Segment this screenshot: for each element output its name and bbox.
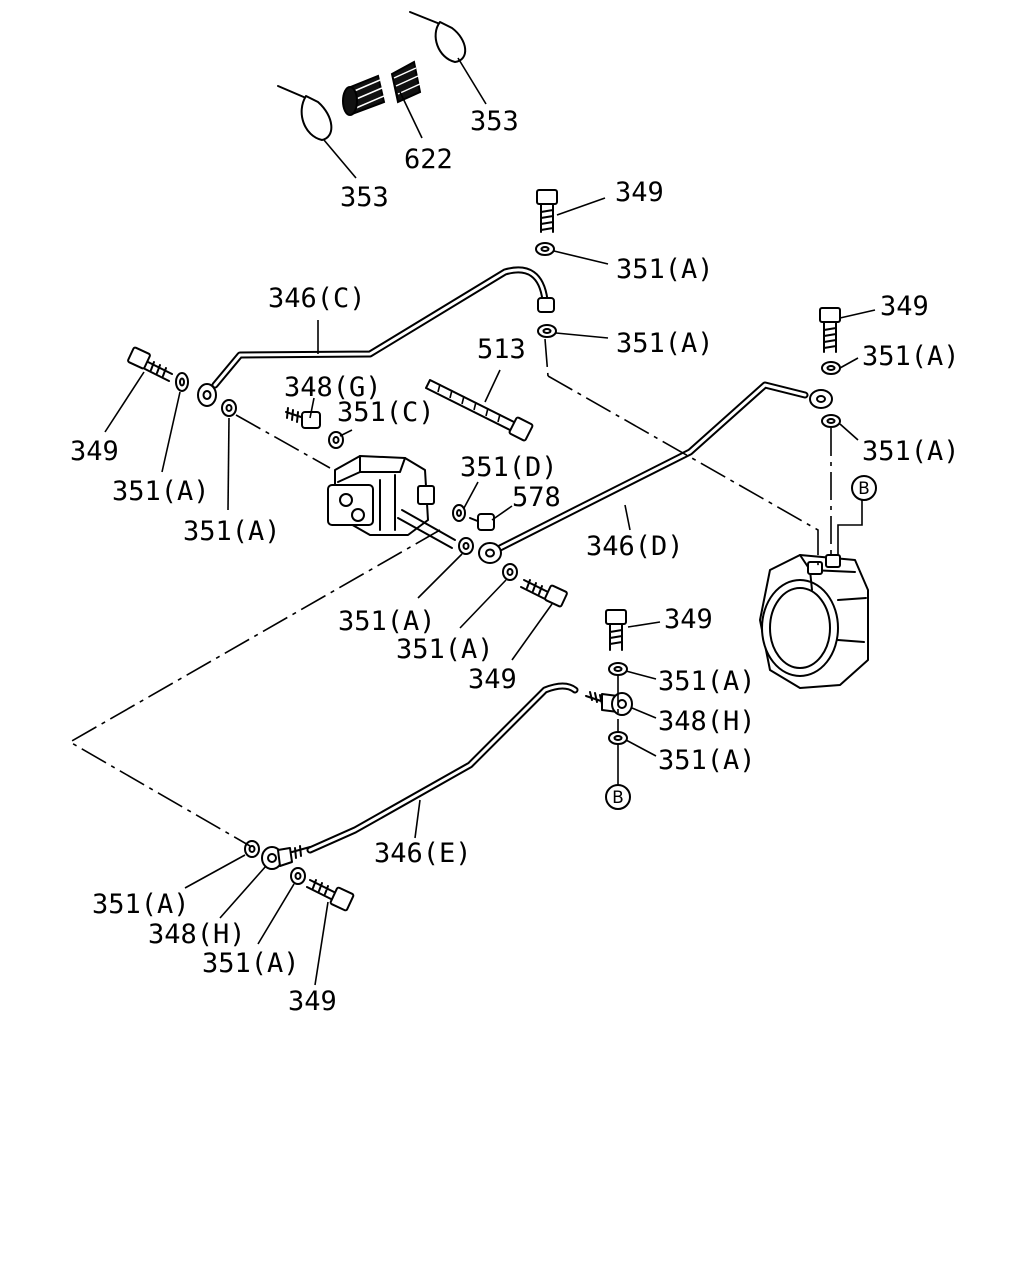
bolt-349-bottom: [306, 879, 355, 912]
label-351a-left1: 351(A): [112, 476, 210, 507]
label-353-left: 353: [340, 182, 389, 213]
banjo-348h-right: [585, 691, 633, 716]
label-351c: 351(C): [337, 397, 435, 428]
label-578: 578: [512, 482, 561, 513]
label-346c: 346(C): [268, 283, 366, 314]
label-351a-top1: 351(A): [616, 254, 714, 285]
label-348g: 348(G): [284, 372, 382, 403]
label-349-mid: 349: [468, 664, 517, 695]
label-351a-bottom2: 351(A): [202, 948, 300, 979]
label-513: 513: [477, 334, 526, 365]
label-349-bottom: 349: [288, 986, 337, 1017]
banjo-348h-bottom: [261, 845, 311, 870]
label-348h-bottom: 348(H): [148, 919, 246, 950]
label-351a-mid2: 351(A): [396, 634, 494, 665]
label-349-right: 349: [880, 291, 929, 322]
clamp-353-top: [409, 11, 467, 63]
sleeve-622: [342, 60, 422, 116]
label-346d: 346(D): [586, 531, 684, 562]
ref-b-upper-label: B: [858, 479, 870, 499]
ref-b-lower: B: [605, 784, 631, 810]
pipe-346d: [478, 381, 833, 564]
valve-assembly: [327, 455, 456, 549]
label-351d: 351(D): [460, 452, 558, 483]
fitting-578: [469, 513, 495, 531]
washers: [175, 242, 841, 885]
bolt-349-lower: [605, 609, 627, 651]
ref-b-upper: B: [851, 475, 877, 501]
label-622: 622: [404, 144, 453, 175]
pipe-346c: [197, 266, 555, 407]
label-351a-lower1: 351(A): [658, 666, 756, 697]
label-351a-bottom1: 351(A): [92, 889, 190, 920]
centerlines: [68, 338, 863, 847]
label-349-mid2: 349: [664, 604, 713, 635]
clamp-353-left: [277, 85, 333, 141]
label-351a-left2: 351(A): [183, 516, 281, 547]
label-351a-right2: 351(A): [862, 436, 960, 467]
label-353-top: 353: [470, 106, 519, 137]
bolt-349-top: [536, 189, 558, 233]
label-349-left: 349: [70, 436, 119, 467]
pipe-346e: [306, 682, 579, 854]
label-351a-top2: 351(A): [616, 328, 714, 359]
cable-tie-513: [425, 379, 534, 442]
label-349-top: 349: [615, 177, 664, 208]
label-351a-lower2: 351(A): [658, 745, 756, 776]
bolt-349-mid: [520, 579, 568, 608]
label-348h-right: 348(H): [658, 706, 756, 737]
ref-b-lower-label: B: [612, 788, 624, 808]
label-351a-right1: 351(A): [862, 341, 960, 372]
bolt-349-right: [819, 307, 841, 353]
callout-labels: 353 622 353 349 351(A) 346(C) 351(A) 513…: [70, 106, 960, 1017]
label-346e: 346(E): [374, 838, 472, 869]
label-351a-mid1: 351(A): [338, 606, 436, 637]
leader-lines: [104, 57, 876, 986]
bolt-349-left: [127, 346, 173, 382]
compressor-housing: [759, 554, 869, 689]
fitting-348g: [285, 407, 321, 429]
